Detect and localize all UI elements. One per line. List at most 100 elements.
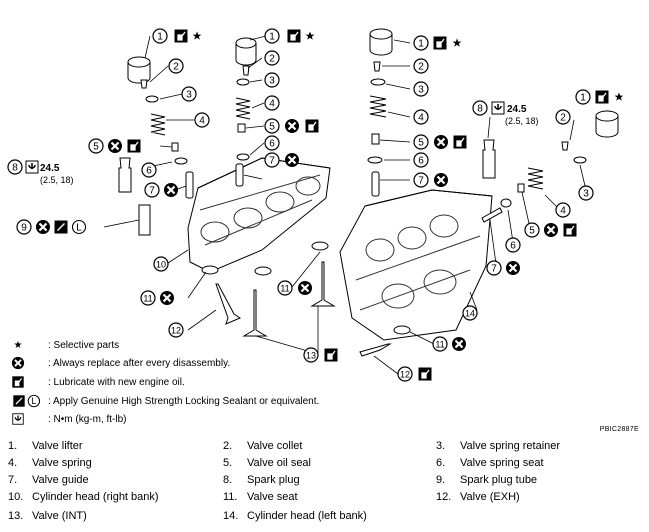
star-icon: [614, 92, 624, 101]
svg-text:6: 6: [418, 156, 424, 167]
list-item: 6.Valve spring seat: [436, 457, 544, 469]
always-replace-icon: [10, 356, 26, 370]
always-replace-icon: [34, 218, 52, 236]
torque-value-left: 24.5: [40, 163, 60, 174]
list-item: 5.Valve oil seal: [223, 457, 311, 469]
locking-sealant-l-icon: [71, 219, 87, 235]
list-item: 12.Valve (EXH): [436, 491, 520, 503]
callouts: 1 2 3 4 5 6 8 24.5 (2.5, 18) 7 9 10 11 1…: [7, 28, 624, 382]
torque-alt-right: (2.5, 18): [505, 116, 539, 126]
callout-1: 1: [157, 32, 163, 43]
svg-text:2: 2: [418, 62, 424, 73]
svg-text:7: 7: [418, 176, 424, 187]
svg-text:6: 6: [269, 139, 275, 150]
callout-12: 12: [171, 326, 181, 336]
torque-alt-left: (2.5, 18): [40, 175, 74, 185]
always-replace-icon: [106, 137, 124, 155]
figure-id: PBIC2887E: [599, 426, 639, 433]
middle-valve-stack: [235, 37, 336, 337]
oil-can-icon: [11, 375, 25, 389]
cylinder-head-left-bank: [339, 189, 493, 341]
always-replace-icon: [432, 133, 450, 151]
always-replace-icon: [162, 181, 180, 199]
oil-can-icon: [432, 35, 448, 51]
svg-text:8: 8: [477, 104, 483, 115]
list-item: 9.Spark plug tube: [436, 474, 538, 486]
always-replace-icon: [283, 117, 301, 135]
list-item: 11.Valve seat: [223, 491, 298, 503]
list-item: 10.Cylinder head (right bank): [8, 491, 159, 503]
star-icon: [305, 31, 315, 40]
svg-text:11: 11: [280, 284, 289, 294]
list-item: 1.Valve lifter: [8, 440, 83, 452]
oil-can-icon: [452, 134, 468, 150]
svg-text:4: 4: [269, 99, 275, 110]
torque-wrench-icon: [25, 160, 39, 174]
callout-10: 10: [156, 260, 166, 270]
callout-5: 5: [93, 142, 99, 153]
callout-8: 8: [12, 163, 18, 174]
right-valve-stack: [359, 28, 619, 357]
list-item: 8.Spark plug: [223, 474, 300, 486]
oil-can-icon: [323, 347, 339, 363]
callout-3: 3: [186, 90, 192, 101]
svg-text:4: 4: [418, 113, 424, 124]
callout-7: 7: [149, 186, 155, 197]
always-replace-icon: [158, 289, 176, 307]
exploded-view-diagram: L: [7, 28, 624, 382]
oil-can-icon: [126, 138, 142, 154]
cylinder-head-right-bank: [187, 157, 331, 273]
torque-value-right: 24.5: [507, 104, 527, 115]
svg-text:11: 11: [435, 340, 444, 350]
svg-text:2: 2: [269, 54, 275, 65]
sealant-icon: [13, 394, 41, 408]
sealant-icon: [54, 220, 68, 234]
always-replace-icon: [504, 259, 522, 277]
oil-can-icon: [417, 366, 433, 382]
callout-14: 14: [465, 309, 475, 319]
star-icon: ★: [13, 340, 23, 351]
svg-text:12: 12: [400, 370, 410, 380]
svg-text:1: 1: [418, 39, 424, 50]
list-item: 2.Valve collet: [223, 440, 303, 452]
always-replace-icon: [296, 279, 314, 297]
svg-text:6: 6: [510, 241, 516, 252]
list-item: 7.Valve guide: [8, 474, 89, 486]
always-replace-icon: [283, 151, 301, 169]
always-replace-icon: [450, 335, 468, 353]
svg-text:1: 1: [580, 93, 586, 104]
svg-text:1: 1: [269, 32, 275, 43]
torque-wrench-icon: [12, 413, 24, 425]
callout-13: 13: [306, 351, 316, 361]
oil-can-icon: [304, 118, 320, 134]
always-replace-icon: [432, 171, 450, 189]
left-valve-stack: [118, 56, 242, 325]
callout-11: 11: [143, 294, 152, 304]
list-item: 14.Cylinder head (left bank): [223, 510, 367, 522]
svg-text:3: 3: [583, 189, 589, 200]
list-item: 13.Valve (INT): [8, 510, 87, 522]
oil-can-icon: [286, 28, 302, 44]
oil-can-icon: [562, 222, 578, 238]
svg-text:7: 7: [269, 156, 275, 167]
svg-text:5: 5: [418, 138, 424, 149]
callout-2: 2: [173, 62, 179, 73]
svg-text:3: 3: [418, 85, 424, 96]
svg-text:4: 4: [560, 206, 566, 217]
list-item: 3.Valve spring retainer: [436, 440, 561, 452]
star-icon: [452, 38, 462, 47]
svg-text:7: 7: [491, 264, 497, 275]
torque-wrench-icon: [491, 101, 505, 115]
always-replace-icon: [542, 221, 560, 239]
callout-9: 9: [21, 223, 27, 234]
svg-text:3: 3: [269, 76, 275, 87]
svg-text:2: 2: [560, 113, 566, 124]
svg-text:5: 5: [529, 226, 535, 237]
oil-can-icon: [173, 28, 189, 44]
svg-text:5: 5: [269, 122, 275, 133]
list-item: 4.Valve spring: [8, 457, 92, 469]
oil-can-icon: [594, 89, 610, 105]
star-icon: [192, 31, 202, 40]
callout-4: 4: [199, 116, 205, 127]
callout-6: 6: [146, 166, 152, 177]
